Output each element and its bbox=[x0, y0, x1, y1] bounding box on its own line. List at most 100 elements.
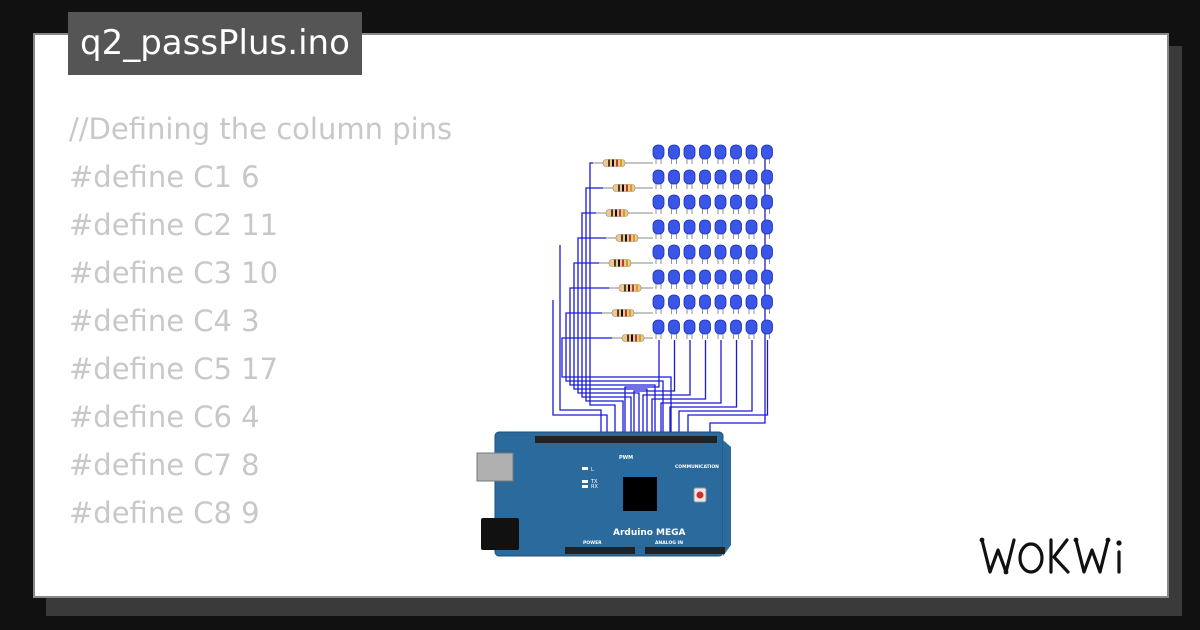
led bbox=[745, 194, 758, 210]
led bbox=[714, 194, 727, 210]
row-wire bbox=[577, 237, 640, 436]
led bbox=[714, 319, 727, 335]
led bbox=[761, 169, 773, 185]
led bbox=[683, 169, 696, 185]
column-wire bbox=[687, 340, 769, 436]
column-wire bbox=[660, 340, 722, 436]
power-header bbox=[565, 547, 635, 554]
led bbox=[699, 169, 711, 185]
analog-in-label: ANALOG IN bbox=[655, 540, 683, 546]
led bbox=[683, 219, 696, 235]
led bbox=[761, 144, 773, 160]
led bbox=[683, 244, 696, 260]
led bbox=[652, 219, 665, 235]
column-wire bbox=[709, 155, 766, 436]
led bbox=[683, 319, 696, 335]
code-line: #define C1 6 bbox=[69, 160, 260, 194]
board-name: Arduino MEGA bbox=[613, 528, 686, 538]
code-line bbox=[69, 537, 452, 585]
led bbox=[668, 269, 680, 285]
led-rx-label: RX bbox=[591, 484, 598, 490]
code-line: #define C8 9 bbox=[69, 496, 260, 530]
communication-label: COMMUNICATION bbox=[675, 464, 719, 470]
led bbox=[714, 169, 727, 185]
led bbox=[730, 294, 742, 310]
code-line: #define C7 8 bbox=[69, 448, 260, 482]
led-tx-indicator bbox=[582, 480, 588, 483]
arduino-mega-board: L TX RX PWM COMMUNICATION Arduino MEGA P… bbox=[476, 431, 731, 557]
led bbox=[714, 144, 727, 160]
led-tx-label: TX bbox=[590, 479, 598, 485]
led bbox=[730, 144, 742, 160]
code-line: #define C5 17 bbox=[69, 352, 279, 386]
led bbox=[699, 269, 711, 285]
code-line: #define C2 11 bbox=[69, 208, 279, 242]
led bbox=[668, 194, 680, 210]
led bbox=[699, 194, 711, 210]
led bbox=[745, 169, 758, 185]
led bbox=[714, 244, 727, 260]
led bbox=[652, 169, 665, 185]
reset-button[interactable] bbox=[696, 491, 704, 499]
code-preview: //Defining the column pins #define C1 6 … bbox=[69, 105, 452, 596]
led-l-label: L bbox=[591, 467, 594, 473]
led bbox=[652, 269, 665, 285]
resistors bbox=[593, 159, 653, 342]
led-rx-indicator bbox=[582, 485, 588, 488]
led bbox=[761, 219, 773, 235]
led bbox=[745, 219, 758, 235]
led bbox=[652, 144, 665, 160]
led bbox=[714, 294, 727, 310]
led bbox=[668, 144, 680, 160]
led bbox=[745, 244, 758, 260]
led-matrix bbox=[652, 144, 773, 339]
preview-card: //Defining the column pins #define C1 6 … bbox=[33, 33, 1169, 598]
led bbox=[730, 269, 742, 285]
row-wire bbox=[569, 287, 656, 436]
led bbox=[668, 294, 680, 310]
led bbox=[761, 194, 773, 210]
code-line: #define C3 10 bbox=[69, 256, 279, 290]
led bbox=[699, 144, 711, 160]
sketch-title: q2_passPlus.ino bbox=[68, 12, 362, 75]
wokwi-logo bbox=[979, 537, 1122, 575]
analog-header bbox=[645, 547, 725, 554]
led bbox=[761, 294, 773, 310]
circuit-diagram: L TX RX PWM COMMUNICATION Arduino MEGA P… bbox=[476, 144, 773, 557]
led bbox=[714, 269, 727, 285]
led bbox=[730, 219, 742, 235]
led bbox=[699, 244, 711, 260]
led bbox=[699, 294, 711, 310]
led bbox=[745, 319, 758, 335]
led bbox=[730, 169, 742, 185]
led bbox=[761, 244, 773, 260]
led bbox=[730, 194, 742, 210]
code-line: //defining the row pins bbox=[69, 585, 452, 596]
led bbox=[668, 319, 680, 335]
led bbox=[683, 144, 696, 160]
row-wire bbox=[585, 187, 624, 436]
row-wire bbox=[561, 337, 672, 436]
row-wire bbox=[589, 162, 616, 436]
led bbox=[730, 244, 742, 260]
led bbox=[745, 294, 758, 310]
column-wire bbox=[669, 340, 738, 436]
column-wire bbox=[651, 340, 707, 436]
column-wire bbox=[642, 340, 691, 436]
wires bbox=[552, 155, 769, 436]
code-line: #define C6 4 bbox=[69, 400, 260, 434]
row-wire bbox=[559, 245, 602, 436]
led bbox=[652, 244, 665, 260]
led bbox=[652, 194, 665, 210]
led bbox=[683, 269, 696, 285]
led bbox=[699, 219, 711, 235]
column-wire bbox=[678, 340, 753, 436]
column-wire bbox=[633, 340, 676, 436]
led bbox=[683, 294, 696, 310]
row-wire bbox=[552, 300, 608, 436]
led bbox=[652, 294, 665, 310]
led bbox=[668, 169, 680, 185]
mcu-chip bbox=[623, 477, 657, 511]
led bbox=[745, 144, 758, 160]
row-wire bbox=[573, 262, 648, 436]
